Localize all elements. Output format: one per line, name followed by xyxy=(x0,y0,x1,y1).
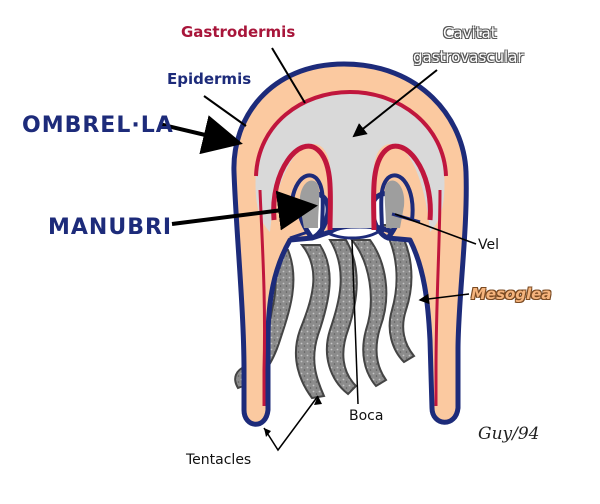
gastrovascular-cavity xyxy=(255,92,445,232)
tentacle xyxy=(295,244,331,400)
label-boca: Boca xyxy=(349,408,384,424)
pointer-epidermis xyxy=(203,95,247,127)
pointer-gastrodermis xyxy=(271,47,306,104)
pointer-boca xyxy=(351,239,359,405)
author-signature: Guy/94 xyxy=(478,424,540,444)
manubrium-left xyxy=(271,143,333,231)
manubrium-right-inner xyxy=(379,173,415,233)
tentacle xyxy=(380,224,416,364)
radial-canal-right xyxy=(434,189,442,406)
label-mesoglea: Mesoglea xyxy=(471,285,552,303)
radial-canal-left xyxy=(258,189,267,406)
label-vel: Vel xyxy=(478,237,499,253)
mouth xyxy=(325,230,379,240)
label-manubri: MANUBRI xyxy=(48,215,173,240)
label-epidermis: Epidermis xyxy=(167,70,252,88)
pointer-tentacles xyxy=(263,395,319,452)
manubrium-right xyxy=(371,143,433,231)
tentacle xyxy=(234,249,295,390)
pointer-ombrella xyxy=(158,115,243,155)
label-cavitat-line2: gastrovascular xyxy=(413,48,524,66)
label-ombrella: OMBREL·LA xyxy=(22,113,174,138)
label-cavitat-line1: Cavitat xyxy=(443,24,497,42)
label-tentacles: Tentacles xyxy=(186,452,252,468)
label-gastrodermis: Gastrodermis xyxy=(181,23,296,41)
gastrodermis-line xyxy=(254,89,448,177)
pointer-manubri xyxy=(171,190,318,231)
pointer-cavitat xyxy=(352,69,438,138)
pointer-tentacles-head xyxy=(314,396,322,405)
pointer-mesoglea xyxy=(418,293,470,305)
pointer-vel xyxy=(394,213,477,245)
pointer-tentacles-head-left xyxy=(264,428,271,437)
tentacle xyxy=(325,239,358,396)
tentacle xyxy=(349,239,388,388)
